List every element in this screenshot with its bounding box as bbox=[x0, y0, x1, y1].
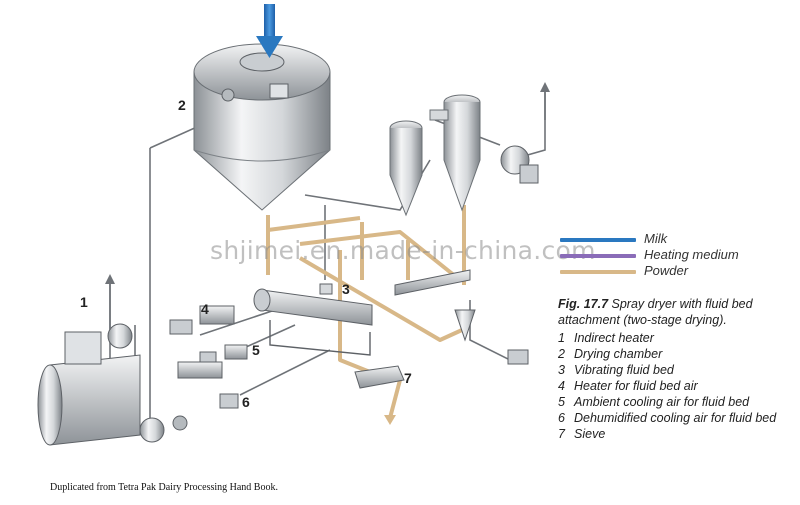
legend-item-powder: Powder bbox=[560, 263, 688, 280]
fluid-bed-heater bbox=[169, 305, 235, 335]
legend-label: Milk bbox=[644, 231, 668, 246]
sieve bbox=[354, 365, 405, 425]
source-footer: Duplicated from Tetra Pak Dairy Processi… bbox=[50, 482, 278, 493]
caption-item-number: 6 bbox=[558, 411, 565, 425]
caption-item-text: Heater for fluid bed air bbox=[574, 379, 698, 393]
legend-item-heating-medium: Heating medium bbox=[560, 247, 739, 264]
caption-item: 5 Ambient cooling air for fluid bed bbox=[558, 394, 794, 410]
callout-1: 1 bbox=[80, 294, 88, 310]
callout-6: 6 bbox=[242, 394, 250, 410]
caption-figure-number: Fig. 17.7 bbox=[558, 297, 609, 311]
legend-item-milk: Milk bbox=[560, 231, 667, 248]
drying-chamber bbox=[193, 43, 331, 211]
exhaust-fan bbox=[500, 82, 550, 184]
powder-valve bbox=[394, 269, 529, 365]
callout-3: 3 bbox=[342, 281, 350, 297]
legend-swatch-powder bbox=[560, 270, 636, 274]
figure-caption: Fig. 17.7 Spray dryer with fluid bed att… bbox=[558, 296, 794, 442]
caption-item-number: 3 bbox=[558, 363, 565, 377]
caption-item: 7 Sieve bbox=[558, 426, 794, 442]
caption-item: 1 Indirect heater bbox=[558, 330, 794, 346]
legend-label: Powder bbox=[644, 263, 689, 278]
legend-swatch-milk bbox=[560, 238, 636, 242]
caption-item-text: Sieve bbox=[574, 427, 606, 441]
callout-4: 4 bbox=[201, 301, 209, 317]
caption-list: 1 Indirect heater 2 Drying chamber 3 Vibrat… bbox=[558, 330, 794, 442]
callout-2: 2 bbox=[178, 97, 186, 113]
caption-item-number: 5 bbox=[558, 395, 565, 409]
caption-item-text: Ambient cooling air for fluid bed bbox=[574, 395, 750, 409]
legend-swatch-heating-medium bbox=[560, 254, 636, 258]
caption-item-number: 2 bbox=[558, 347, 565, 361]
caption-title: Spray dryer with fluid bed attachment (t… bbox=[558, 297, 753, 327]
caption-item: 4 Heater for fluid bed air bbox=[558, 378, 794, 394]
ambient-cooling-air-unit bbox=[199, 344, 248, 365]
cyclones bbox=[389, 94, 481, 217]
callout-5: 5 bbox=[252, 342, 260, 358]
vibrating-fluid-bed bbox=[253, 283, 373, 356]
caption-item: 3 Vibrating fluid bed bbox=[558, 362, 794, 378]
caption-item-text: Dehumidified cooling air for fluid bed bbox=[574, 411, 777, 425]
caption-item-number: 7 bbox=[558, 427, 565, 441]
milk-inlet-arrow bbox=[256, 4, 283, 58]
caption-item-text: Drying chamber bbox=[574, 347, 663, 361]
caption-item-text: Indirect heater bbox=[574, 331, 654, 345]
watermark-text: shjimei.en.made-in-china.com bbox=[210, 236, 596, 265]
legend-label: Heating medium bbox=[644, 247, 739, 262]
caption-item: 2 Drying chamber bbox=[558, 346, 794, 362]
caption-item-number: 4 bbox=[558, 379, 565, 393]
caption-item: 6 Dehumidified cooling air for fluid bed bbox=[558, 410, 794, 426]
caption-item-number: 1 bbox=[558, 331, 565, 345]
powder-pipes bbox=[266, 205, 466, 419]
callout-7: 7 bbox=[404, 370, 412, 386]
caption-item-text: Vibrating fluid bed bbox=[574, 363, 674, 377]
dehumidified-air-unit bbox=[177, 361, 239, 409]
indirect-heater bbox=[37, 274, 188, 446]
